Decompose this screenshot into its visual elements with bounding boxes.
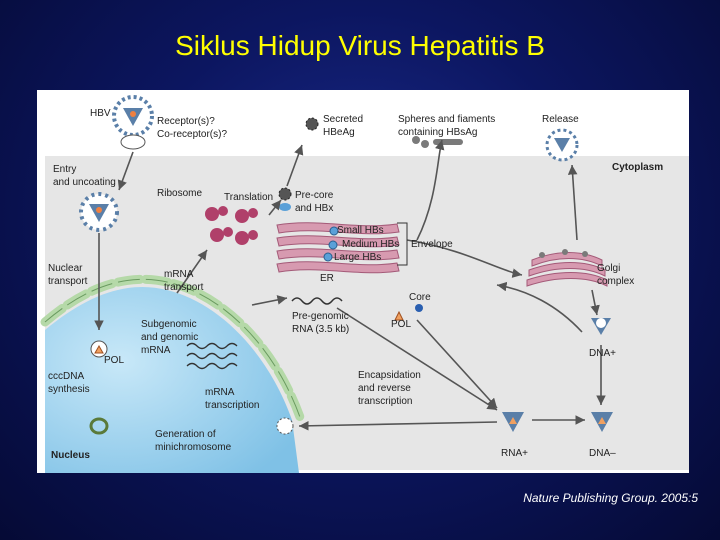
cccdna-icon (89, 417, 109, 435)
label-precore-1: Pre-core (295, 190, 334, 201)
label-translation: Translation (224, 192, 273, 203)
label-pregenomic-1: Pre-genomic (292, 311, 349, 322)
label-pregenomic-2: RNA (3.5 kb) (292, 324, 349, 335)
endoplasmic-reticulum (276, 222, 400, 274)
nucleus-region (45, 286, 299, 473)
label-medium-hbs: Medium HBs (342, 239, 399, 250)
label-receptor: Receptor(s)? (157, 116, 215, 127)
label-mrna-transport-2: transport (164, 282, 204, 293)
label-small-hbs: Small HBs (337, 225, 384, 236)
hbv-virion-icon (112, 95, 154, 137)
ribosome-cluster (205, 206, 258, 245)
minichromosome-icon (276, 417, 294, 435)
label-core: Core (409, 292, 431, 303)
label-dna-minus: DNA– (589, 448, 616, 459)
label-spheres-2: containing HBsAg (398, 127, 478, 138)
label-hbv: HBV (90, 108, 111, 119)
label-pol-nucleus: POL (104, 355, 124, 366)
label-golgi-2: complex (597, 276, 634, 287)
label-encaps-3: transcription (358, 396, 412, 407)
label-cccdna-2: synthesis (48, 384, 90, 395)
capsid-dna-minus (591, 412, 613, 432)
mrna-waves-icon (186, 342, 238, 370)
label-mrna-tx-2: transcription (205, 400, 259, 411)
envelope-bracket (397, 222, 408, 266)
label-spheres-1: Spheres and fiaments (398, 114, 495, 125)
label-entry-2: and uncoating (53, 177, 116, 188)
label-subgenomic-3: mRNA (141, 345, 171, 356)
label-coreceptor: Co-receptor(s)? (157, 129, 227, 140)
label-er: ER (320, 273, 334, 284)
label-nuclear-2: transport (48, 276, 88, 287)
capsid-rna-plus (502, 412, 524, 432)
receptor-icon (120, 134, 146, 150)
golgi-complex (526, 252, 608, 287)
label-golgi-1: Golgi (597, 263, 620, 274)
label-secreted-2: HBeAg (323, 127, 355, 138)
label-nuclear-1: Nuclear (48, 263, 83, 274)
pathway-arrows (94, 139, 606, 431)
label-secreted-1: Secreted (323, 114, 363, 125)
uncoating-virion-icon (79, 192, 119, 232)
label-large-hbs: Large HBs (334, 252, 381, 263)
label-dna-plus: DNA+ (589, 348, 616, 359)
pol-icon (394, 310, 404, 321)
source-credit: Nature Publishing Group. 2005:5 (523, 491, 698, 505)
label-encaps-2: and reverse (358, 383, 411, 394)
label-envelope: Envelope (411, 239, 453, 250)
label-precore-2: and HBx (295, 203, 333, 214)
label-pol-cytoplasm: POL (391, 319, 411, 330)
label-generation-2: minichromosome (155, 442, 232, 453)
label-rna-plus: RNA+ (501, 448, 528, 459)
slide-title: Siklus Hidup Virus Hepatitis B (175, 30, 545, 61)
capsid-dna-plus (591, 318, 611, 335)
label-mrna-tx-1: mRNA (205, 387, 235, 398)
hbv-lifecycle-diagram: HBV Receptor(s)? Co-receptor(s)? Secrete… (37, 90, 689, 473)
pregenomic-rna-icon (291, 297, 343, 305)
label-encaps-1: Encapsidation (358, 370, 421, 381)
precore-icon (278, 187, 292, 201)
label-nucleus: Nucleus (51, 450, 90, 461)
label-mrna-transport-1: mRNA (164, 269, 194, 280)
label-entry-1: Entry (53, 164, 76, 175)
label-generation-1: Generation of (155, 429, 216, 440)
label-subgenomic-1: Subgenomic (141, 319, 197, 330)
label-ribosome: Ribosome (157, 188, 202, 199)
core-icon (415, 304, 423, 312)
hbeag-icon (305, 117, 319, 131)
label-cccdna-1: cccDNA (48, 371, 84, 382)
label-cytoplasm: Cytoplasm (612, 162, 663, 173)
label-release: Release (542, 114, 579, 125)
released-virion-icon (545, 128, 579, 162)
label-subgenomic-2: and genomic (141, 332, 198, 343)
